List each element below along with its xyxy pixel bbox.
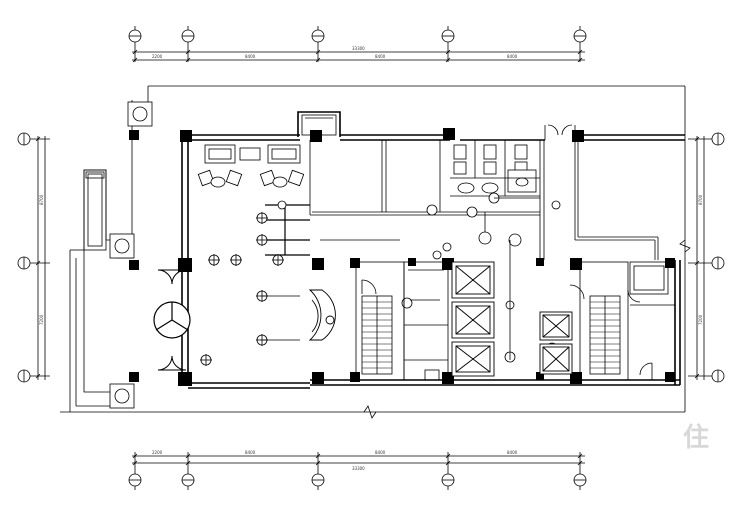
bottom-dim-segment-2: 8400: [245, 450, 256, 455]
corridor-circuit-lines: [484, 197, 540, 360]
restroom-fixtures: [453, 144, 537, 194]
watermark: 住: [683, 422, 709, 453]
bottom-dimension-line: [132, 452, 585, 490]
left-dim-segment-2: 7200: [39, 314, 44, 325]
stair-treads-left: [362, 301, 392, 369]
reception-desk: [308, 289, 336, 341]
restroom-walls: [450, 124, 576, 197]
top-dim-segment-1: 2200: [152, 54, 163, 59]
lobby-light-fixtures: [200, 200, 287, 366]
lobby-partitions: [265, 204, 310, 256]
revolving-door[interactable]: [153, 301, 191, 339]
top-dim-segment-2: 8400: [245, 54, 256, 59]
lobby-circuit-lines: [262, 239, 400, 341]
right-dim-segment-1: 8700: [698, 194, 703, 205]
building-thin-walls: [301, 114, 659, 260]
right-grid-bubbles: [711, 132, 725, 383]
bottom-dim-overall: 33300: [352, 466, 365, 471]
elevator-bank-right[interactable]: [539, 311, 573, 375]
terrace-columns: [109, 101, 153, 409]
equipment-room: [403, 261, 449, 381]
right-dim-segment-2: 7200: [698, 314, 703, 325]
stair-core-left: [355, 261, 405, 381]
top-dim-overall: 33300: [352, 46, 365, 51]
left-grid-bubbles: [17, 132, 31, 383]
bottom-dim-segment-4: 8400: [507, 450, 518, 455]
left-dim-segment-1: 8700: [39, 194, 44, 205]
break-mark-bottom: [363, 405, 377, 419]
bottom-grid-bubbles: [128, 473, 587, 487]
stair-core-right: [579, 261, 675, 381]
top-dim-segment-3: 8400: [375, 54, 386, 59]
stair-door-left[interactable]: [361, 279, 377, 295]
break-mark-right: [679, 239, 691, 253]
bottom-dim-segment-3: 8400: [375, 450, 386, 455]
stair-door-right[interactable]: [569, 284, 653, 380]
bottom-dim-segment-1: 2200: [152, 450, 163, 455]
top-grid-bubbles: [128, 29, 587, 43]
lobby-sofa-set: [197, 144, 305, 188]
stair-treads-right: [590, 301, 620, 369]
entrance-door-swings[interactable]: [157, 269, 187, 371]
elevator-bank-center[interactable]: [451, 261, 495, 377]
top-dim-segment-4: 8400: [507, 54, 518, 59]
structural-columns[interactable]: [129, 128, 675, 386]
